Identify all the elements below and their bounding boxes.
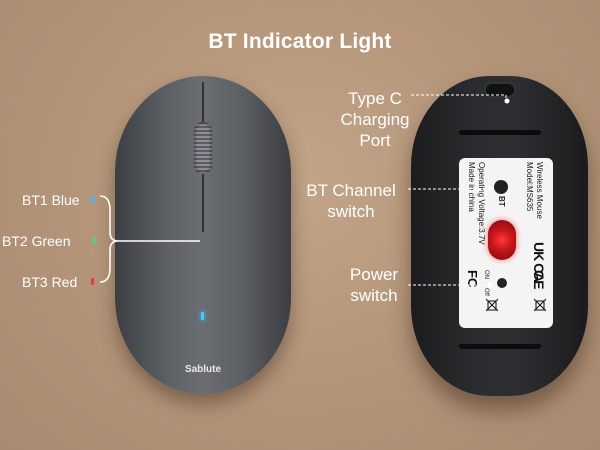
bt-switch-label: BT [497,196,506,207]
optical-sensor [488,220,516,260]
scroll-wheel [194,122,212,174]
power-on-label: ON [483,270,489,279]
page-title: BT Indicator Light [208,30,392,53]
mouse-top-view: Sablute [115,76,291,394]
weee-bin-icon-2 [485,298,499,312]
bt1-color-dot [91,196,94,203]
fcc-mark-icon: FC [465,270,480,288]
glide-foot-top [459,130,541,135]
label-product-name: Wireless Mouse [535,162,544,219]
brand-logo: Sablute [184,364,222,375]
power-switch [497,278,507,288]
bt1-label: BT1 Blue [22,192,80,208]
type-c-label: Type C [348,89,402,108]
label-voltage: Operating Voltage:3.7V [477,162,486,245]
ukca-mark-icon: UK CA [531,242,547,282]
glide-foot-bottom [459,344,541,349]
type-c-callout: Type C Charging Port [330,88,420,151]
power-label: Power [349,265,399,284]
bt3-label: BT3 Red [22,274,78,290]
bt-channel-label: BT Channel [306,181,396,200]
type-c-port [484,82,516,98]
bt3-color-dot [91,278,94,285]
bt-channel-switch [494,180,508,194]
bt-indicator-led [201,312,204,320]
port-label: Port [359,131,391,150]
bt2-label: BT2 Green [2,233,71,249]
power-callout: Power switch [330,264,418,306]
mouse-bottom-view: Wireless Mouse Model:MS635 Operating Vol… [411,76,588,396]
power-switch-callout-label: switch [350,286,398,305]
bt-switch-callout-label: switch [327,202,375,221]
label-model: Model:MS635 [525,162,534,212]
ce-mark-icon: CE [531,270,547,290]
charging-label: Charging [340,110,410,129]
power-off-label: Off [483,288,489,296]
bt-channel-callout: BT Channel switch [292,180,410,222]
bt2-color-dot [93,237,96,244]
product-label: Wireless Mouse Model:MS635 Operating Vol… [459,158,553,328]
weee-bin-icon [533,298,547,312]
label-origin: Made in china [467,162,476,212]
